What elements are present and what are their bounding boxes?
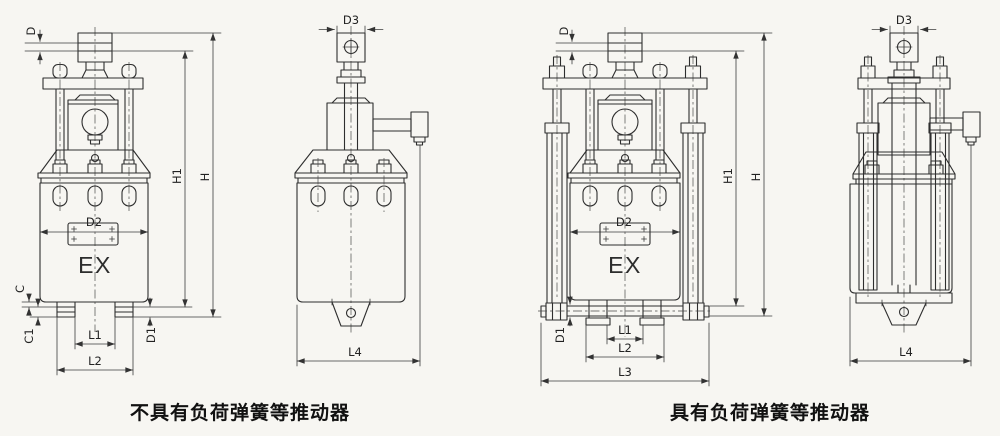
dim-label-l3: L3 [618,365,632,379]
cylinder-body [39,182,149,303]
dim-label-l2: L2 [618,341,632,355]
dim-label-l1: L1 [88,328,102,342]
caption-with-spring: 具有负荷弹簧等推动器 [669,402,870,424]
transition-flange [567,149,681,184]
bottom-lugs [585,299,665,326]
dim-label-d2: D2 [86,215,102,229]
tie-rods [585,62,665,212]
ext-lines-d3 [889,25,919,34]
ext-lines-d [555,42,609,52]
front-view-no-spring: D2 EX C C1 D1 L1 L2 [13,26,222,376]
cylinder-body [849,183,953,294]
front-view-with-spring: D [538,26,773,387]
ext-lines-h-top [111,32,222,52]
dim-label-l4: L4 [348,345,362,359]
clevis-head [887,32,921,84]
clevis-head [336,32,366,84]
dim-label-d3: D3 [343,13,359,27]
caption-without-spring: 不具有负荷弹簧等推动器 [129,402,350,424]
dim-label-d3: D3 [896,13,912,27]
top-plate [542,77,708,90]
top-plate [42,77,144,90]
motor-housing [67,94,119,151]
load-spring-left [540,88,570,321]
nameplate [67,222,119,246]
spring-studs [548,56,702,79]
dim-label-l4: L4 [899,345,913,359]
load-spring-right [680,88,710,321]
ext-lines-right [132,306,222,318]
motor-housing [326,97,374,151]
dim-label-d1: D1 [553,327,567,343]
spring-studs [860,56,948,79]
ex-marking: EX [608,252,642,278]
mounting-feet [56,301,134,318]
dim-label-d2: D2 [616,215,632,229]
dim-label-h1: H1 [170,168,184,184]
cable-gland [372,111,429,367]
dim-label-d1: D1 [144,327,158,343]
cylinder-body [296,158,406,303]
motor-housing [597,94,653,151]
ext-lines-l [540,322,710,387]
load-spring-left [856,88,880,291]
bottom-lug [331,298,371,327]
ext-lines-l [56,316,134,376]
dim-label-c: C [13,285,27,293]
ext-lines-d [24,42,79,52]
lug-hole [898,306,910,318]
side-view-no-spring: D3 [294,13,429,367]
tie-rods [55,62,134,212]
ext-lines-left [21,301,58,318]
lug-hole [345,307,357,319]
ext-lines-d3 [336,25,366,34]
nameplate [599,222,651,246]
piston-rod [343,82,359,151]
bottom-lug [855,292,953,326]
dim-label-h: H [198,173,212,182]
dim-label-h1: H1 [721,168,735,184]
dim-label-h: H [749,173,763,182]
ex-marking: EX [78,252,112,278]
tie-rod-nuts [52,63,137,79]
dim-label-d: D [557,26,571,35]
dim-label-d: D [24,26,38,35]
dim-label-c1: C1 [22,328,36,343]
load-spring-right [928,88,952,291]
centerlines [556,27,694,337]
dim-label-l2: L2 [88,354,102,368]
top-plate [857,77,951,90]
ext-lines-h [641,32,773,317]
cable-gland [929,111,981,367]
crossbar-pin [538,305,712,317]
side-view-with-spring: D3 [849,13,981,367]
cylinder-body [569,182,681,301]
dim-label-l1: L1 [618,323,632,337]
